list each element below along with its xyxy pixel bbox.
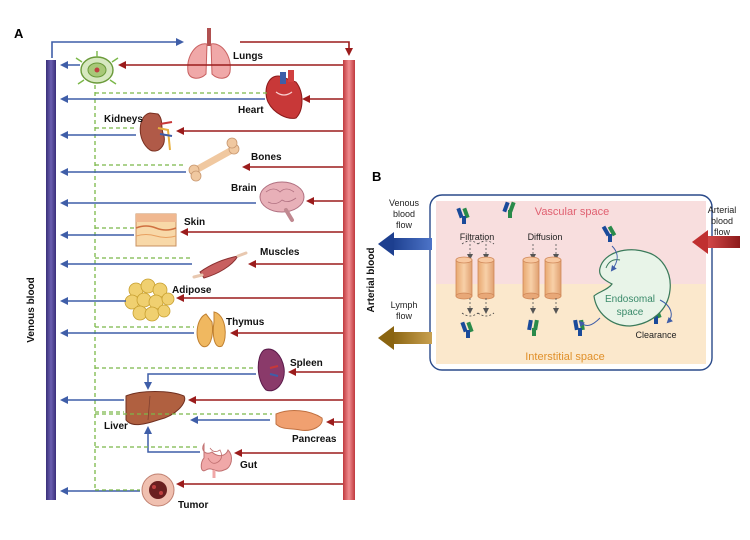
thymus-icon	[196, 311, 226, 348]
organ-label-kidneys: Kidneys	[104, 114, 143, 125]
antibody-icon	[460, 321, 474, 338]
venous-flow-label-line2: blood	[393, 209, 415, 219]
gut-icon	[200, 442, 232, 478]
spleen-to-liver-arrow	[144, 373, 256, 390]
panel-a-letter: A	[14, 26, 24, 41]
lymph-node-icon	[75, 51, 119, 85]
venous-flow-label-line3: flow	[396, 220, 413, 230]
venous-flow-arrow	[378, 232, 432, 256]
tumor-icon	[141, 473, 175, 507]
organ-label-adipose: Adipose	[172, 285, 212, 296]
lymph-flow-label-line2: flow	[396, 311, 413, 321]
antibody-icon	[456, 207, 470, 224]
lungs-to-arterial-arrow	[240, 41, 353, 56]
organ-label-brain: Brain	[231, 183, 257, 194]
kidney-icon	[139, 112, 173, 152]
filtration-label: Filtration	[460, 232, 495, 242]
organ-label-lungs: Lungs	[233, 51, 263, 62]
arterial-flow-label-line2: blood	[711, 216, 733, 226]
organ-label-heart: Heart	[238, 105, 264, 116]
organ-label-pancreas: Pancreas	[292, 434, 337, 445]
muscle-icon	[192, 251, 248, 279]
interstitial-space-label: Interstitial space	[525, 351, 604, 363]
skin-icon	[135, 213, 177, 247]
adipose-icon	[124, 278, 175, 322]
venous-blood-bar	[46, 60, 56, 500]
lymph-flow-arrow	[378, 326, 432, 350]
diffusion-pores-icon	[522, 256, 562, 300]
organ-label-thymus: Thymus	[226, 317, 265, 328]
pancreas-icon	[275, 410, 323, 431]
organ-label-spleen: Spleen	[290, 358, 323, 369]
organ-label-muscles: Muscles	[260, 247, 300, 258]
venous-flow-label-line1: Venous	[389, 198, 420, 208]
gut-to-liver-arrow	[144, 426, 200, 453]
lungs-icon	[187, 28, 231, 79]
antibody-icon	[601, 225, 617, 242]
antibody-icon	[502, 201, 516, 218]
organ-label-liver: Liver	[104, 421, 128, 432]
filtration-pores-icon	[455, 256, 495, 300]
arterial-flow-label-line1: Arterial	[708, 205, 737, 215]
arterial-flow-arrow	[692, 230, 740, 254]
liver-icon	[125, 391, 186, 426]
lymph-flow-label-line1: Lymph	[391, 300, 418, 310]
organ-label-tumor: Tumor	[178, 500, 208, 511]
bone-icon	[188, 137, 240, 182]
vascular-space-label: Vascular space	[535, 206, 609, 218]
spleen-icon	[257, 348, 285, 392]
venous-to-lungs-arrow	[51, 38, 184, 58]
arterial-blood-bar	[343, 60, 355, 500]
diffusion-label: Diffusion	[528, 232, 563, 242]
arterial-flow-label-line3: flow	[714, 227, 731, 237]
antibody-icon	[527, 319, 539, 336]
heart-icon	[265, 70, 303, 119]
endosomal-label-line2: space	[617, 307, 644, 318]
clearance-label: Clearance	[635, 330, 676, 340]
panel-b-letter: B	[372, 169, 381, 184]
brain-icon	[259, 181, 305, 222]
organ-label-bones: Bones	[251, 152, 282, 163]
organ-label-skin: Skin	[184, 217, 205, 228]
endosomal-label-line1: Endosomal	[605, 294, 655, 305]
venous-blood-label: Venous blood	[26, 277, 37, 343]
arterial-blood-label: Arterial blood	[366, 247, 377, 312]
organ-label-gut: Gut	[240, 460, 258, 471]
